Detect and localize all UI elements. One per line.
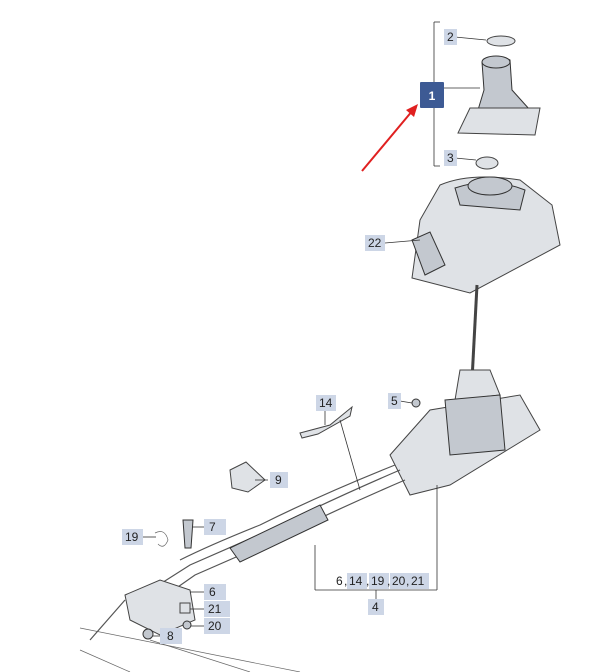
group-sep-1: , (344, 574, 347, 588)
group-14-label: 14 (349, 574, 363, 588)
screw-5-part (411, 398, 421, 408)
shift-knob-part (457, 55, 541, 136)
callout-8-label: 8 (167, 629, 174, 643)
callout-20-label: 20 (208, 619, 222, 633)
group-20-tag[interactable] (390, 573, 410, 589)
bracket-9-part (229, 461, 266, 493)
callout-group: 6 , 14 , 19 , 20 , 21 (336, 573, 429, 589)
callout-22-label: 22 (368, 236, 382, 250)
ring-part (486, 35, 516, 47)
nut-21-part (179, 602, 191, 614)
callout-21-label: 21 (208, 602, 222, 616)
callout-1-label: 1 (429, 89, 436, 103)
housing-part (411, 176, 561, 294)
group-19-label: 19 (371, 574, 385, 588)
bolt-7-part (182, 519, 194, 549)
callout-20[interactable]: 20 (204, 618, 230, 634)
callout-5-label: 5 (391, 394, 398, 408)
group-sep-4: , (406, 574, 409, 588)
group-21-tag[interactable] (409, 573, 429, 589)
group-6-label: 6 (336, 574, 343, 588)
clip-14-part (299, 405, 353, 439)
callout-19-label: 19 (125, 530, 139, 544)
callout-14[interactable]: 14 (316, 395, 336, 411)
leader-lines (143, 36, 487, 637)
nut-part (475, 156, 499, 170)
callout-9-label: 9 (275, 473, 282, 487)
callout-22[interactable]: 22 (365, 235, 385, 251)
clip-19-part (154, 531, 169, 547)
callout-4-label: 4 (372, 600, 379, 614)
cables-part (134, 464, 406, 611)
callout-8[interactable]: 8 (160, 628, 182, 644)
highlight-arrow (361, 104, 418, 172)
callout-6-label: 6 (209, 585, 216, 599)
callout-21[interactable]: 21 (204, 601, 230, 617)
callout-14-label: 14 (319, 396, 333, 410)
group-19-tag[interactable] (369, 573, 389, 589)
bolt-20-part (182, 620, 192, 630)
nut-8-part (142, 628, 154, 640)
lower-bracket-part (89, 579, 196, 641)
callout-3[interactable]: 3 (444, 150, 457, 166)
group-sep-3: , (387, 574, 390, 588)
group-20-label: 20 (392, 574, 406, 588)
group-sep-2: , (366, 574, 369, 588)
callout-2-label: 2 (447, 30, 454, 44)
callout-9[interactable]: 9 (270, 472, 288, 488)
group-21-label: 21 (411, 574, 425, 588)
callout-1[interactable]: 1 (420, 82, 444, 108)
callout-7-label: 7 (209, 520, 216, 534)
shift-mechanism-part (389, 284, 541, 496)
perspective-lines (79, 627, 301, 672)
callout-7[interactable]: 7 (204, 519, 226, 535)
group-14-tag[interactable] (347, 573, 367, 589)
callout-6[interactable]: 6 (204, 584, 226, 600)
callout-5[interactable]: 5 (388, 393, 401, 409)
callout-19[interactable]: 19 (122, 529, 143, 545)
callout-4[interactable]: 4 (368, 599, 384, 615)
callout-2[interactable]: 2 (444, 29, 457, 45)
callout-3-label: 3 (447, 151, 454, 165)
